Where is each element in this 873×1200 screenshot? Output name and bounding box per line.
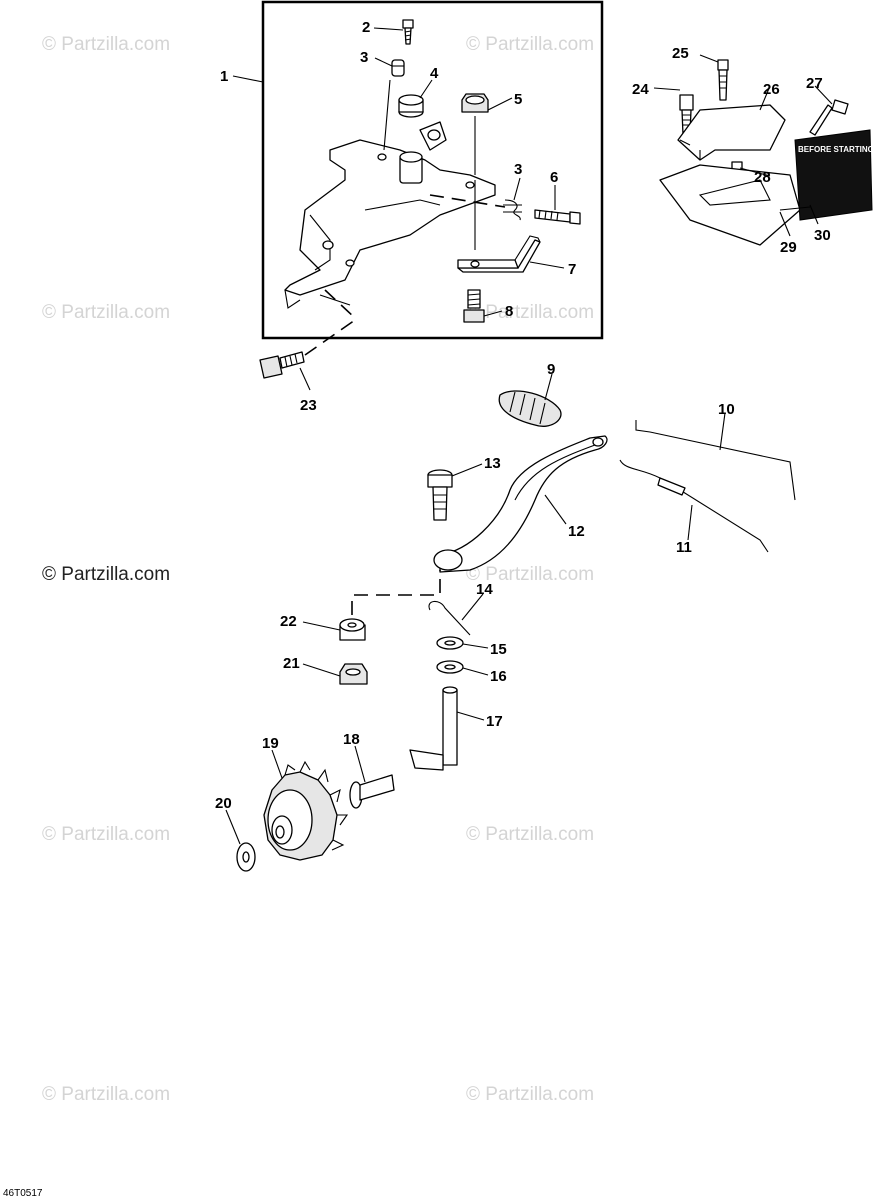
cover-assembly: BEFORE STARTING	[659, 59, 873, 246]
callout-1: 1	[220, 68, 228, 85]
callout-3b: 3	[514, 161, 522, 178]
washer-part-15	[436, 636, 464, 650]
callout-2: 2	[362, 19, 370, 36]
rod-part-10	[635, 420, 796, 501]
label-30-text: BEFORE STARTING	[798, 145, 873, 154]
callout-3: 3	[360, 49, 368, 66]
callout-15: 15	[490, 641, 507, 658]
callout-14: 14	[476, 581, 493, 598]
pin-part-18	[349, 774, 395, 809]
watermark: © Partzilla.com	[42, 34, 170, 55]
bracket-part-7	[457, 180, 541, 273]
screw-part-2	[402, 19, 414, 45]
bushing-part-4	[398, 94, 424, 118]
callout-20: 20	[215, 795, 232, 812]
watermark-prominent: © Partzilla.com	[42, 564, 170, 585]
callout-4: 4	[430, 65, 439, 82]
callout-27: 27	[806, 75, 823, 92]
grip-part-9	[498, 390, 562, 427]
watermark: © Partzilla.com	[466, 824, 594, 845]
reference-code: 46T0517	[3, 1188, 43, 1199]
watermark: © Partzilla.com	[42, 302, 170, 323]
callout-21: 21	[283, 655, 300, 672]
bolt-part-8	[463, 289, 485, 323]
callout-12: 12	[568, 523, 585, 540]
callout-26: 26	[763, 81, 780, 98]
callout-6: 6	[550, 169, 558, 186]
shaft-part-17	[409, 686, 458, 771]
gear-part-19	[263, 760, 349, 861]
callout-11: 11	[676, 539, 692, 556]
assembly-line	[351, 570, 441, 615]
callout-22: 22	[280, 613, 297, 630]
callout-29: 29	[780, 239, 797, 256]
nut-part-5	[461, 93, 489, 175]
clip-part-14	[428, 600, 471, 636]
callout-17: 17	[486, 713, 503, 730]
cable-part-11	[619, 459, 769, 553]
watermark: © Partzilla.com	[466, 564, 594, 585]
watermark: © Partzilla.com	[466, 302, 594, 323]
leader-lines	[225, 27, 833, 845]
callout-30: 30	[814, 227, 831, 244]
watermark: © Partzilla.com	[42, 1084, 170, 1105]
nut-part-21	[339, 663, 368, 685]
watermark: © Partzilla.com	[466, 1084, 594, 1105]
watermark: © Partzilla.com	[42, 824, 170, 845]
bolt-part-23	[259, 319, 356, 379]
callout-9: 9	[547, 361, 555, 378]
callouts: 1 2 3 4 5 3 6 7 8 23 24 25 26 27 28 29 3…	[215, 19, 831, 812]
watermarks: © Partzilla.com © Partzilla.com © Partzi…	[42, 34, 594, 1105]
callout-8: 8	[505, 303, 513, 320]
spring-part-3	[429, 194, 522, 221]
callout-23: 23	[300, 397, 317, 414]
callout-13: 13	[484, 455, 501, 472]
assembly-frame	[261, 0, 604, 340]
control-bracket	[284, 121, 496, 319]
callout-25: 25	[672, 45, 689, 62]
warning-label	[794, 129, 873, 221]
bolt-part-6	[534, 209, 581, 225]
callout-19: 19	[262, 735, 279, 752]
spacer-part-3	[383, 59, 405, 151]
lever-part-12	[433, 435, 608, 573]
callout-28: 28	[754, 169, 771, 186]
bolt-part-13	[427, 469, 453, 521]
callout-16: 16	[490, 668, 507, 685]
callout-18: 18	[343, 731, 360, 748]
callout-7: 7	[568, 261, 576, 278]
callout-24: 24	[632, 81, 649, 98]
washer-part-16	[436, 660, 464, 674]
callout-10: 10	[718, 401, 735, 418]
callout-5: 5	[514, 91, 522, 108]
watermark: © Partzilla.com	[466, 34, 594, 55]
washer-part-20	[236, 842, 256, 872]
washer-part-22	[339, 618, 366, 641]
